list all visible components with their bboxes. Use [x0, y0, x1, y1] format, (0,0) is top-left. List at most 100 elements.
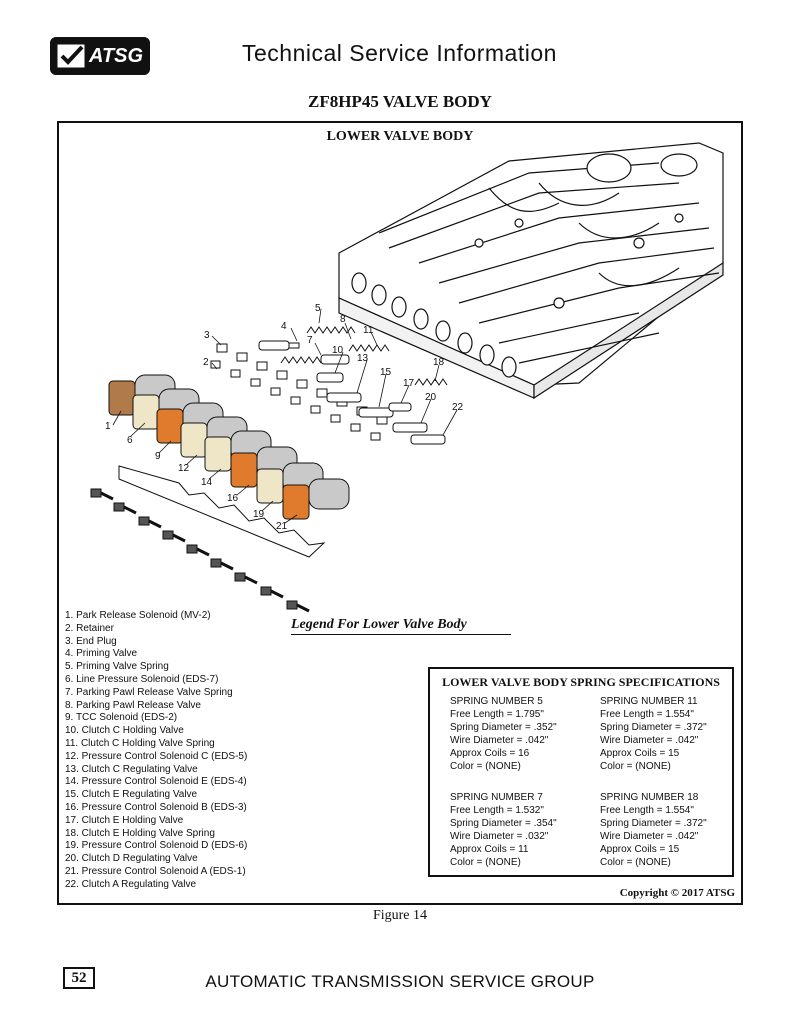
callout-15: 15 [380, 367, 392, 378]
parking-pawl-release-valve [320, 354, 350, 365]
atsg-logo: ATSG [50, 37, 150, 75]
spring-color: Color = (NONE) [450, 857, 521, 868]
figure-caption: Figure 14 [372, 908, 428, 923]
retainer-strip [118, 465, 326, 558]
legend-item: 7. Parking Pawl Release Valve Spring [65, 686, 233, 698]
parking-pawl-release-valve-spring [280, 356, 322, 364]
valves-and-springs [258, 326, 448, 445]
clutch-d-regulating-valve [392, 422, 428, 433]
valve-body-casting [338, 142, 724, 400]
bolt [210, 558, 234, 571]
callout-19: 19 [253, 509, 265, 520]
legend-item: 19. Pressure Control Solenoid D (EDS-6) [65, 840, 248, 852]
bolt [186, 544, 210, 557]
spring-color: Color = (NONE) [600, 857, 671, 868]
logo-text: ATSG [89, 44, 144, 67]
legend-item: 10. Clutch C Holding Valve [65, 725, 184, 737]
bolts [90, 488, 310, 613]
legend-item: 13. Clutch C Regulating Valve [65, 763, 198, 775]
callout-21: 21 [276, 521, 288, 532]
spring-wire-diameter: Wire Diameter = .032" [450, 831, 549, 842]
legend-item: 6. Line Pressure Solenoid (EDS-7) [65, 673, 219, 685]
spring-diameter: Spring Diameter = .352" [450, 722, 557, 733]
legend-item: 5. Priming Valve Spring [65, 661, 169, 673]
callout-5: 5 [315, 303, 321, 314]
spring-label: SPRING NUMBER 7 [450, 792, 543, 803]
legend-item: 4. Priming Valve [65, 648, 138, 660]
clutch-e-regulating-valve [358, 407, 394, 418]
spring-free-length: Free Length = 1.554" [600, 805, 694, 816]
callout-18: 18 [433, 357, 445, 368]
spring-label: SPRING NUMBER 5 [450, 696, 543, 707]
callout-13: 13 [357, 353, 369, 364]
document-title: ZF8HP45 VALVE BODY [308, 92, 492, 111]
figure-frame: LOWER VALVE BODY [57, 121, 743, 905]
legend-item: 14. Pressure Control Solenoid E (EDS-4) [65, 776, 247, 788]
callout-14: 14 [201, 477, 213, 488]
priming-valve-spring [306, 326, 356, 334]
figure-heading: LOWER VALVE BODY [326, 129, 474, 144]
spring-color: Color = (NONE) [600, 761, 671, 772]
bolt [138, 516, 162, 529]
legend-item: 8. Parking Pawl Release Valve [65, 699, 201, 711]
callout-8: 8 [340, 314, 346, 325]
bolt [234, 572, 258, 585]
callout-labels: 1 2 3 4 5 6 7 8 9 10 11 12 13 14 15 16 1… [105, 303, 464, 532]
callout-9: 9 [155, 451, 161, 462]
legend-item: 18. Clutch E Holding Valve Spring [65, 827, 215, 839]
spring-spec-11: SPRING NUMBER 11 Free Length = 1.554" Sp… [600, 695, 740, 773]
clutch-c-regulating-valve [326, 392, 362, 403]
clutch-e-holding-valve-spring [414, 378, 448, 386]
legend-item: 17. Clutch E Holding Valve [65, 814, 184, 826]
callout-11: 11 [363, 325, 374, 336]
spring-diameter: Spring Diameter = .354" [450, 818, 557, 829]
spring-coils: Approx Coils = 16 [450, 748, 530, 759]
spring-free-length: Free Length = 1.532" [450, 805, 544, 816]
legend-item: 15. Clutch E Regulating Valve [65, 789, 198, 801]
spring-free-length: Free Length = 1.795" [450, 709, 544, 720]
spring-spec-box: LOWER VALVE BODY SPRING SPECIFICATIONS S… [428, 667, 734, 877]
pressure-control-solenoid-a [282, 478, 350, 520]
callout-10: 10 [332, 345, 344, 356]
bolt [90, 488, 114, 501]
legend-title: Legend For Lower Valve Body [291, 617, 511, 635]
clutch-c-holding-valve [316, 372, 344, 383]
callout-22: 22 [452, 402, 464, 413]
spring-label: SPRING NUMBER 18 [600, 792, 699, 803]
spring-diameter: Spring Diameter = .372" [600, 818, 707, 829]
spring-coils: Approx Coils = 11 [450, 844, 529, 855]
callout-4: 4 [281, 321, 287, 332]
legend-item: 21. Pressure Control Solenoid A (EDS-1) [65, 865, 246, 877]
spring-coils: Approx Coils = 15 [600, 748, 680, 759]
bolt [260, 586, 284, 599]
bolt [113, 502, 137, 515]
header-title: Technical Service Information [242, 40, 557, 66]
legend-item: 9. TCC Solenoid (EDS-2) [65, 712, 178, 724]
priming-valve [258, 340, 300, 351]
exploded-view-diagram: 1 2 3 4 5 6 7 8 9 10 11 12 13 14 15 16 1… [90, 142, 724, 613]
callout-3: 3 [204, 330, 210, 341]
legend-item: 12. Pressure Control Solenoid C (EDS-5) [65, 750, 248, 762]
spring-wire-diameter: Wire Diameter = .042" [600, 831, 699, 842]
callout-1: 1 [105, 421, 111, 432]
spring-spec-heading: LOWER VALVE BODY SPRING SPECIFICATIONS [442, 675, 720, 689]
spring-spec-7: SPRING NUMBER 7 Free Length = 1.532" Spr… [450, 791, 590, 869]
page-number: 52 [63, 967, 95, 989]
legend-item: 11. Clutch C Holding Valve Spring [65, 737, 215, 749]
legend-item: 1. Park Release Solenoid (MV-2) [65, 610, 211, 621]
callout-16: 16 [227, 493, 239, 504]
spring-color: Color = (NONE) [450, 761, 521, 772]
bolt [162, 530, 186, 543]
spring-spec-5: SPRING NUMBER 5 Free Length = 1.795" Spr… [450, 695, 590, 773]
callout-17: 17 [403, 378, 415, 389]
callout-6: 6 [127, 435, 133, 446]
legend-item: 2. Retainer [65, 622, 114, 634]
legend-item: 20. Clutch D Regulating Valve [65, 853, 198, 865]
legend-item: 22. Clutch A Regulating Valve [65, 878, 197, 890]
spring-spec-18: SPRING NUMBER 18 Free Length = 1.554" Sp… [600, 791, 740, 869]
spring-wire-diameter: Wire Diameter = .042" [600, 735, 699, 746]
spring-coils: Approx Coils = 15 [600, 844, 680, 855]
spring-wire-diameter: Wire Diameter = .042" [450, 735, 549, 746]
callout-20: 20 [425, 392, 437, 403]
clutch-c-holding-valve-spring [348, 344, 390, 352]
